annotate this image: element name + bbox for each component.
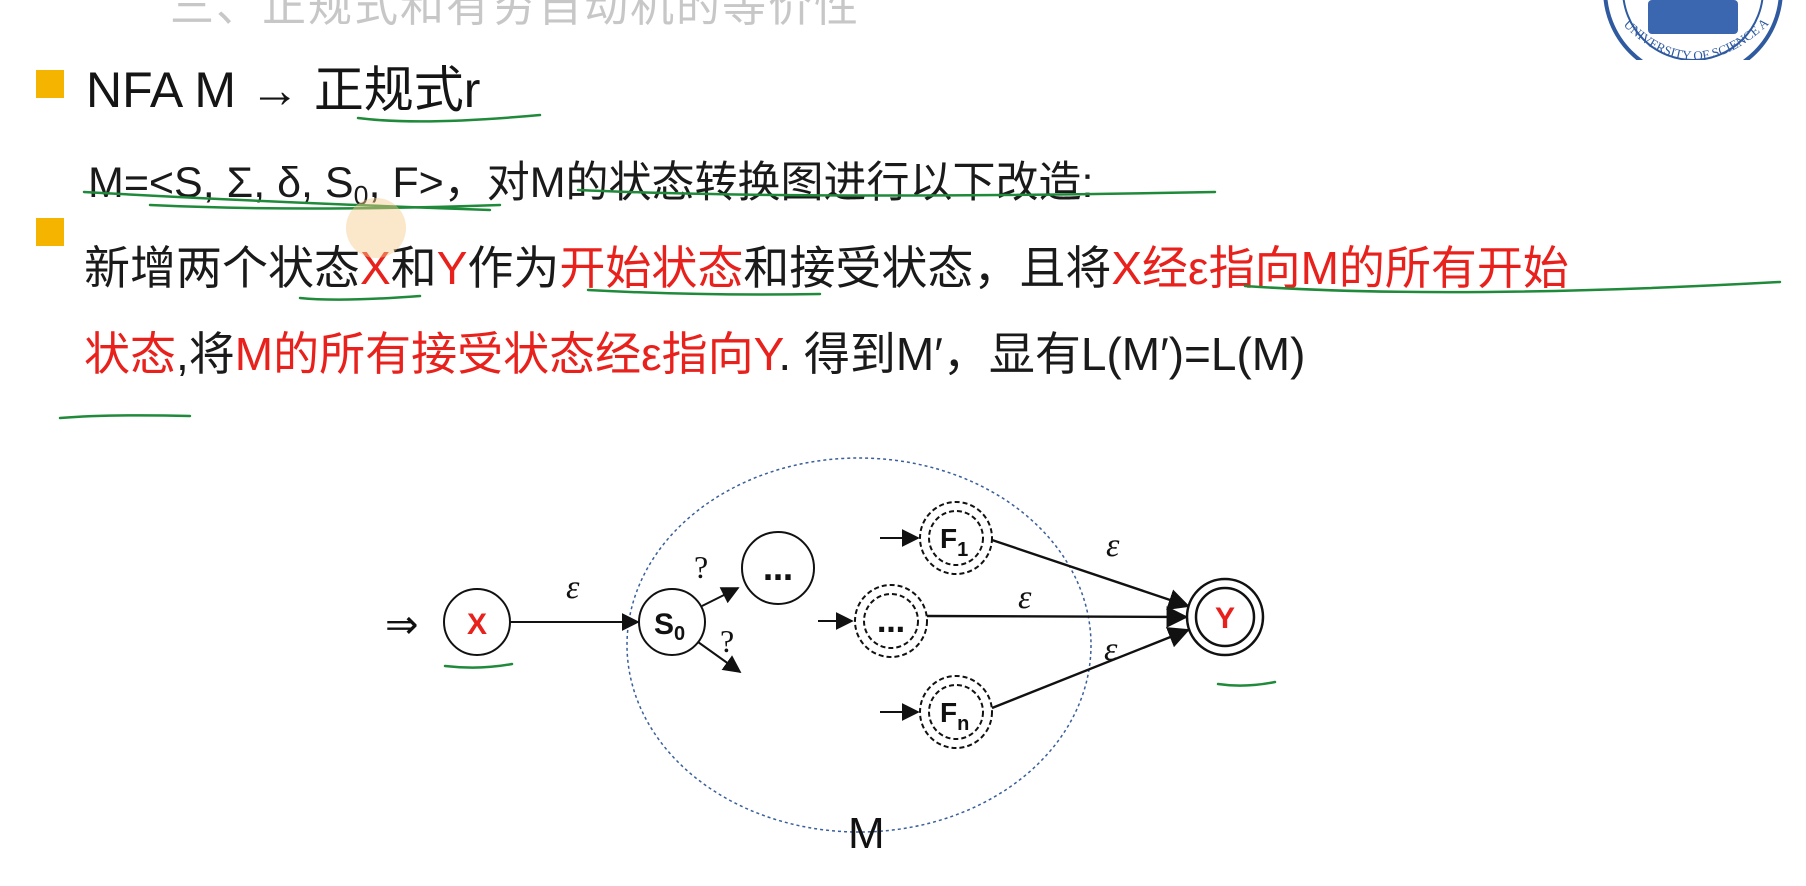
machine-boundary bbox=[626, 457, 1092, 833]
faded-slide-title: 三、正规式和有穷自动机的等价性 bbox=[170, 0, 860, 31]
state-s0-label: S0 bbox=[654, 608, 685, 645]
heading-regex: 正规式r bbox=[313, 62, 481, 118]
edge-fn-y-label: ε bbox=[1104, 631, 1118, 668]
start-arrow-icon: ⇒ bbox=[385, 602, 419, 648]
rule-line-2: 状态,将M的所有接受状态经ε指向Y. 得到M′，显有L(M′)=L(M) bbox=[84, 328, 1306, 380]
state-f1-label: F1 bbox=[940, 523, 968, 561]
edge-s0-lower-label: ? bbox=[720, 623, 734, 659]
edge-mid-y-label: ε bbox=[1018, 579, 1032, 616]
state-internal bbox=[741, 531, 815, 605]
university-logo-icon: UNIVERSITY OF SCIENCE AND TE bbox=[1598, 0, 1783, 60]
bullet-marker bbox=[36, 218, 64, 246]
state-mid-label: … bbox=[877, 606, 905, 639]
edge-mid-y bbox=[926, 606, 1189, 628]
state-fn bbox=[928, 684, 984, 740]
state-fn-outer bbox=[919, 675, 993, 749]
m-transform-note: ，对M的状态转换图进行以下改造: bbox=[443, 159, 1094, 207]
state-internal-label: … bbox=[763, 553, 793, 588]
edge-s0-lower bbox=[697, 641, 742, 674]
state-y bbox=[1194, 586, 1256, 648]
edge-fn-y bbox=[991, 627, 1191, 710]
machine-label: M bbox=[848, 809, 885, 858]
edge-f1-y-label: ε bbox=[1106, 527, 1120, 564]
bullet-marker bbox=[36, 70, 64, 98]
edge-x-s0-label: ε bbox=[566, 569, 580, 606]
cursor-highlight bbox=[346, 198, 406, 258]
state-f1-outer bbox=[919, 501, 993, 575]
state-mid-outer bbox=[854, 584, 928, 658]
state-fn-label: Fn bbox=[940, 697, 969, 735]
state-f1 bbox=[928, 510, 984, 566]
state-mid bbox=[863, 593, 919, 649]
state-x-label: X bbox=[467, 608, 487, 641]
edge-s0-dots-label: ? bbox=[694, 549, 708, 585]
green-annotations bbox=[58, 113, 1782, 687]
edge-s0-dots bbox=[701, 587, 740, 607]
heading-nfa: NFA M → bbox=[86, 62, 314, 118]
state-y-label: Y bbox=[1215, 602, 1235, 635]
rule-line-1: 新增两个状态X和Y作为开始状态和接受状态，且将X经ε指向M的所有开始 bbox=[84, 242, 1569, 294]
edge-f1-y bbox=[991, 538, 1191, 611]
state-s0 bbox=[638, 588, 706, 656]
bullet-heading: NFA M → 正规式r bbox=[86, 50, 480, 122]
